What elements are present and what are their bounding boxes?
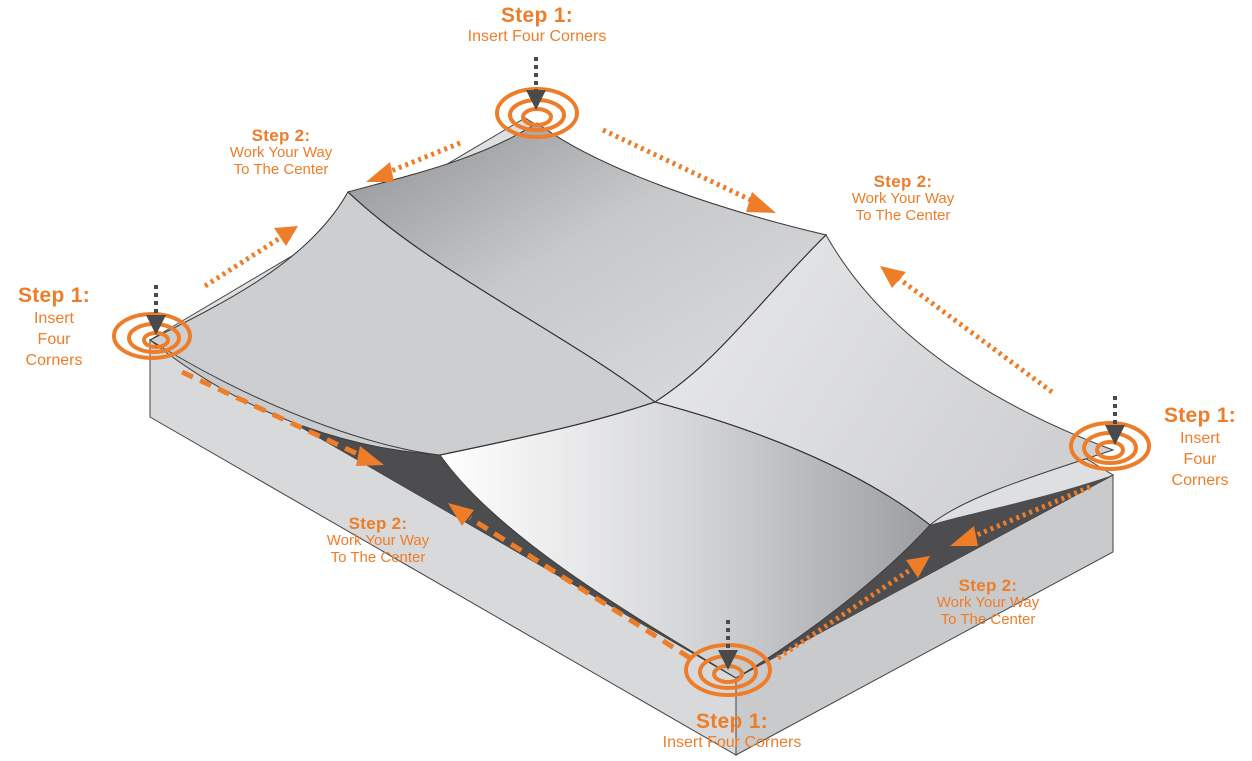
label-upper-right-step: Step 2: bbox=[873, 172, 933, 191]
label-upper-left-desc-2: To The Center bbox=[233, 160, 329, 178]
label-lower-left-edge: Step 2: Work Your Way To The Center bbox=[293, 514, 463, 567]
label-upper-right-edge: Step 2: Work Your Way To The Center bbox=[818, 172, 988, 225]
insert-arrow-bottom bbox=[718, 620, 738, 670]
label-left-corner: Step 1: Insert Four Corners bbox=[0, 284, 108, 371]
work-arrow-bottom-to-right bbox=[776, 556, 930, 661]
work-arrow-left-to-front bbox=[180, 369, 384, 466]
label-right-corner: Step 1: Insert Four Corners bbox=[1148, 404, 1252, 491]
label-bottom-corner: Step 1: Insert Four Corners bbox=[622, 710, 842, 751]
label-upper-left-edge: Step 2: Work Your Way To The Center bbox=[196, 126, 366, 179]
seam-line-2 bbox=[654, 234, 827, 403]
label-bottom-desc: Insert Four Corners bbox=[662, 733, 802, 751]
fabric-canopy bbox=[148, 122, 1115, 679]
label-left-desc-3: Corners bbox=[25, 351, 83, 369]
seam-line-4 bbox=[654, 401, 931, 526]
label-upper-left-step: Step 2: bbox=[251, 126, 311, 145]
label-lower-right-desc-2: To The Center bbox=[940, 610, 1036, 628]
insert-arrow-left bbox=[146, 285, 166, 335]
label-lower-right-step: Step 2: bbox=[958, 576, 1018, 595]
label-top-desc: Insert Four Corners bbox=[467, 27, 607, 45]
work-arrow-top-to-left bbox=[366, 140, 461, 182]
label-upper-right-desc-2: To The Center bbox=[855, 206, 951, 224]
label-lower-left-desc-2: To The Center bbox=[330, 548, 426, 566]
label-right-desc-3: Corners bbox=[1171, 471, 1229, 489]
label-left-desc-1: Insert bbox=[33, 309, 74, 327]
label-left-step: Step 1: bbox=[17, 284, 91, 307]
shadow-front-right bbox=[736, 475, 1113, 678]
insert-arrow-right bbox=[1105, 396, 1125, 445]
work-arrow-right-to-front bbox=[950, 484, 1091, 546]
work-arrow-left-to-top bbox=[203, 226, 298, 289]
label-right-step: Step 1: bbox=[1163, 404, 1237, 427]
label-bottom-step: Step 1: bbox=[695, 710, 769, 733]
label-lower-right-desc-1: Work Your Way bbox=[936, 594, 1040, 612]
work-arrow-bottom-to-left bbox=[448, 503, 692, 661]
label-lower-right-edge: Step 2: Work Your Way To The Center bbox=[903, 576, 1073, 629]
label-top-corner: Step 1: Insert Four Corners bbox=[437, 4, 637, 45]
label-lower-left-desc-1: Work Your Way bbox=[326, 532, 430, 550]
work-arrow-right-to-top bbox=[880, 266, 1054, 395]
seam-line-1 bbox=[347, 191, 656, 403]
label-top-step: Step 1: bbox=[500, 4, 574, 27]
label-right-desc-1: Insert bbox=[1179, 429, 1220, 447]
label-upper-right-desc-1: Work Your Way bbox=[851, 190, 955, 208]
seam-line-3 bbox=[439, 401, 656, 456]
work-arrow-top-to-right bbox=[601, 127, 776, 213]
label-lower-left-step: Step 2: bbox=[348, 514, 408, 533]
label-upper-left-desc-1: Work Your Way bbox=[229, 144, 333, 162]
insert-arrow-top bbox=[526, 57, 546, 110]
label-right-desc-2: Four bbox=[1183, 450, 1217, 468]
label-left-desc-2: Four bbox=[37, 330, 71, 348]
